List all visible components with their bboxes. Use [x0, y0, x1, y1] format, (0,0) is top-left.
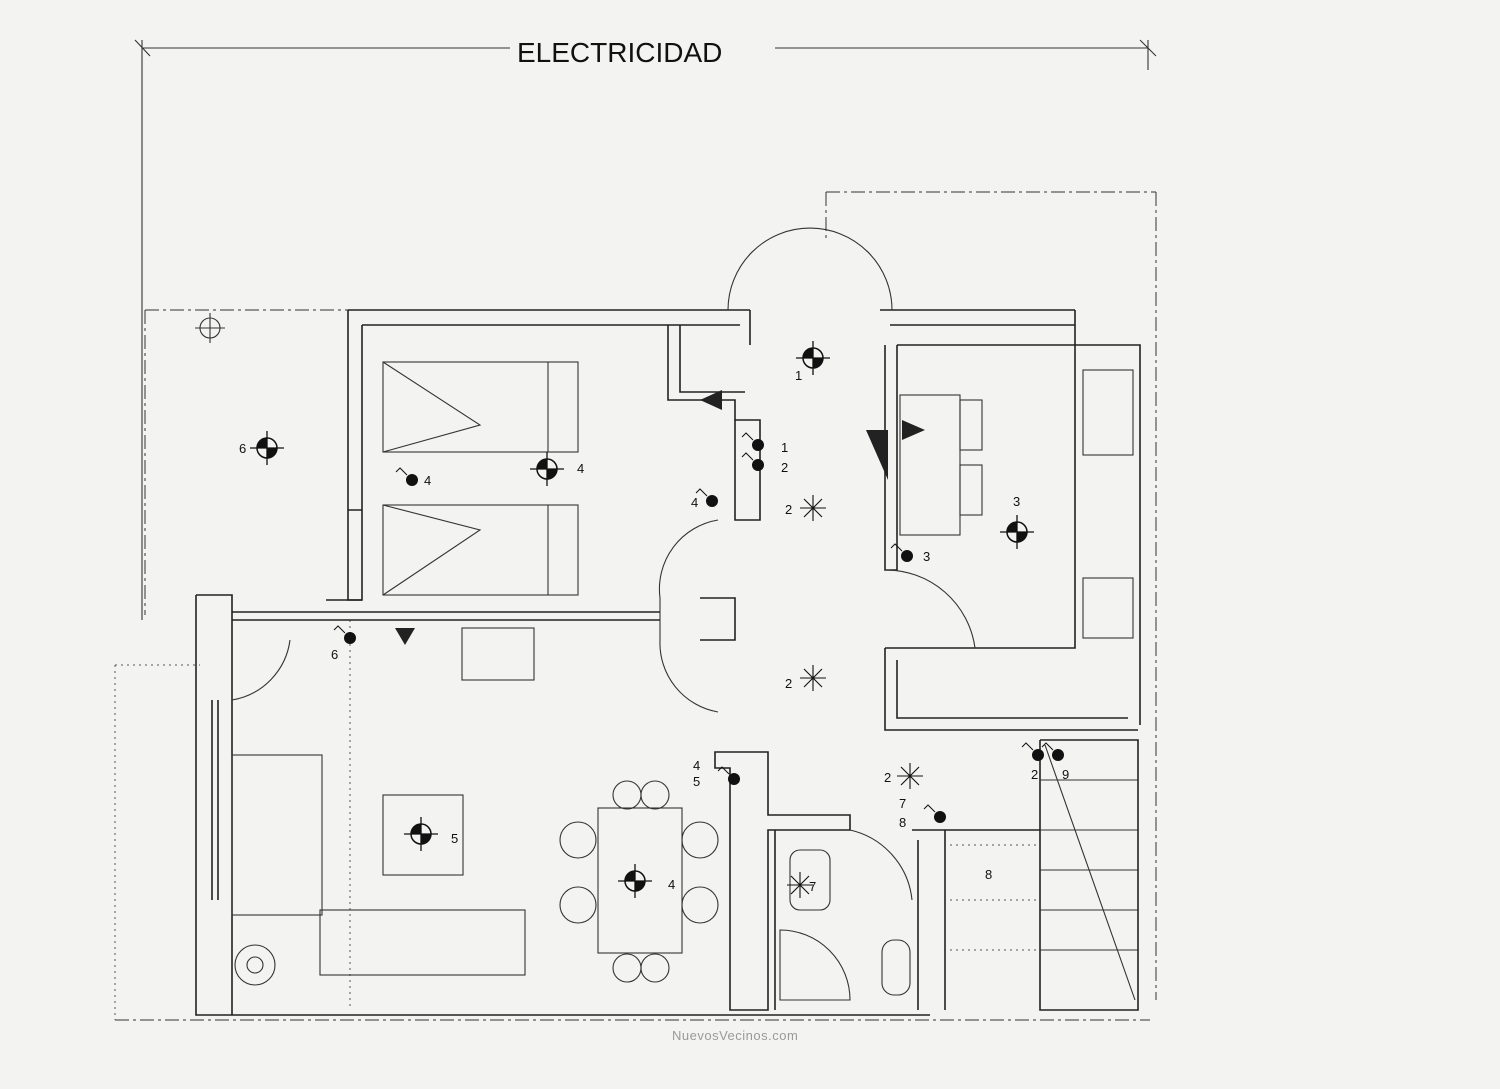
circuit-label: 6 [239, 441, 246, 456]
title-line [134, 39, 1157, 620]
switch-icon [717, 766, 740, 785]
circuit-label: 2 [785, 502, 792, 517]
circuit-label: 1 [781, 440, 788, 455]
switch-icon [890, 543, 913, 562]
ceiling-light-icon [404, 817, 438, 851]
plan-title: ELECTRICIDAD [517, 37, 722, 68]
property-boundary [114, 191, 1157, 1021]
circuit-label: 2 [884, 770, 891, 785]
ceiling-lights [250, 341, 1034, 898]
star-light-icon [800, 665, 826, 691]
circuit-label: 3 [1013, 494, 1020, 509]
star-light-icon [800, 495, 826, 521]
circuit-label: 4 [668, 877, 675, 892]
switch-icon [333, 625, 356, 644]
switch-icon [395, 467, 418, 486]
watermark: NuevosVecinos.com [672, 1028, 799, 1043]
circuit-label: 8 [985, 867, 992, 882]
switch-icon [1021, 742, 1044, 761]
circuit-label: 4 [693, 758, 700, 773]
switch-icon [741, 432, 764, 451]
circuit-label: 1 [795, 368, 802, 383]
circuit-label: 7 [899, 796, 906, 811]
switch-icon [1041, 742, 1064, 761]
ceiling-light-icon [1000, 515, 1034, 549]
ceiling-light-icon [530, 452, 564, 486]
switch-icon [923, 804, 946, 823]
switch-icon [695, 488, 718, 507]
circuit-label: 2 [1031, 767, 1038, 782]
star-light-icon [897, 763, 923, 789]
walls [195, 309, 1141, 1016]
circuit-label: 8 [899, 815, 906, 830]
circuit-label: 3 [923, 549, 930, 564]
distribution-panel-icon [395, 390, 925, 645]
switch-icon [741, 452, 764, 471]
circuit-label: 4 [424, 473, 431, 488]
ceiling-light-icon [618, 864, 652, 898]
circuit-label: 5 [451, 831, 458, 846]
doors [231, 227, 976, 901]
circuit-label: 2 [781, 460, 788, 475]
circuit-label: 5 [693, 774, 700, 789]
circuit-label: 9 [1062, 767, 1069, 782]
circuit-label: 4 [691, 495, 698, 510]
wall-lights [787, 495, 923, 898]
outdoor-light-icon [195, 313, 225, 343]
furniture [231, 361, 1138, 1001]
circuit-label: 2 [785, 676, 792, 691]
ceiling-light-icon [796, 341, 830, 375]
ceiling-light-icon [250, 431, 284, 465]
circuit-label: 6 [331, 647, 338, 662]
switches [333, 432, 1064, 823]
circuit-label: 4 [577, 461, 584, 476]
circuit-label: 7 [809, 879, 816, 894]
star-light-icon [787, 872, 813, 898]
